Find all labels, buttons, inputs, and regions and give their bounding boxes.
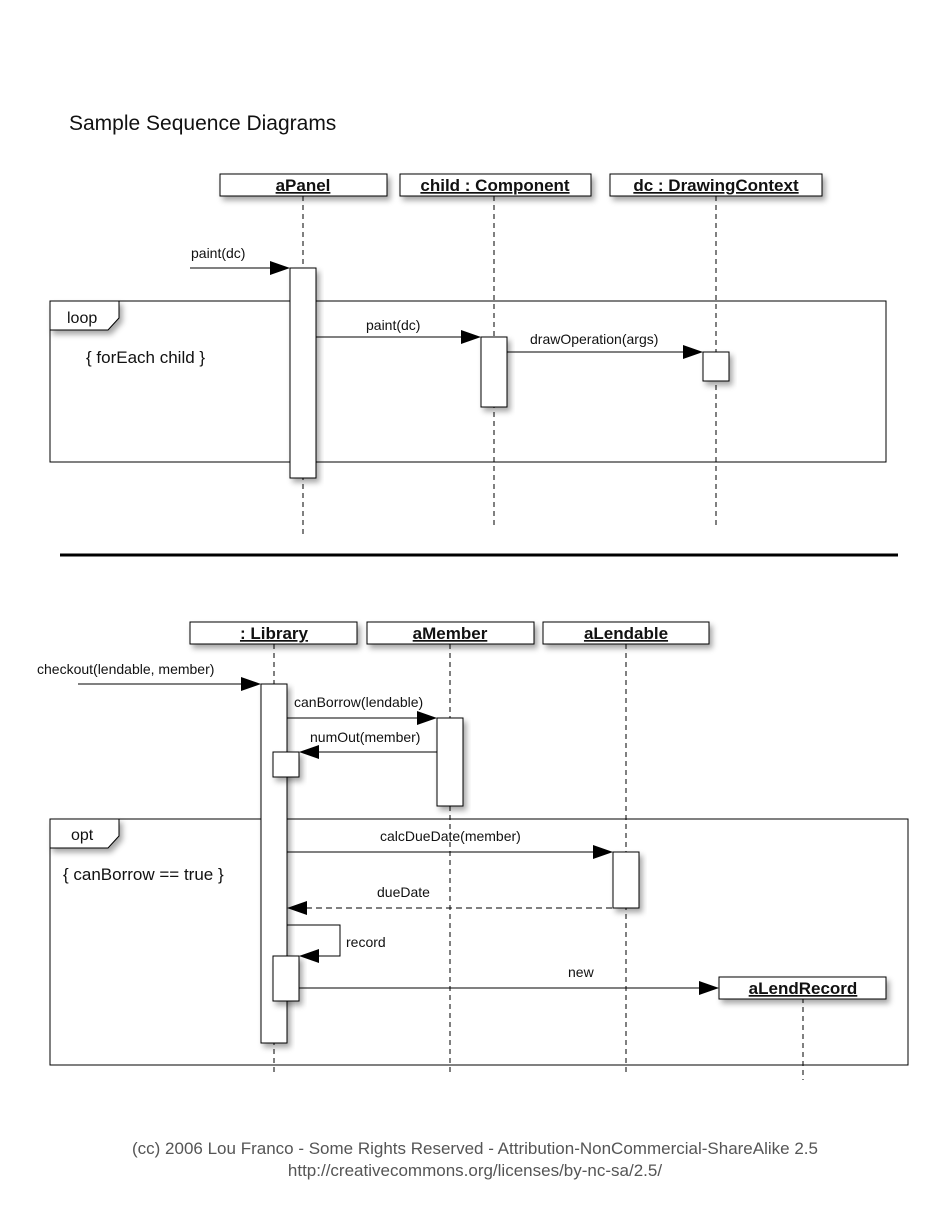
license-footer: (cc) 2006 Lou Franco - Some Rights Reser… [0,1138,950,1182]
activation-bar [480,336,508,408]
lifeline-dc-drawingcontext: dc : DrawingContext [609,173,823,197]
frame-label-box [49,818,120,849]
message-due-date-return: dueDate [287,884,612,915]
message-label: paint(dc) [191,245,245,261]
message-num-out: numOut(member) [299,729,437,759]
message-record-self: record [287,924,386,963]
frame-guard: { canBorrow == true } [63,865,224,884]
message-label: canBorrow(lendable) [294,694,423,710]
message-calc-due-date: calcDueDate(member) [287,828,613,859]
lifeline-alendable: aLendable [542,621,710,645]
lifeline-label: aPanel [276,176,331,195]
activation-bar [289,267,317,479]
message-new: new [299,964,719,995]
message-label: numOut(member) [310,729,420,745]
message-checkout: checkout(lendable, member) [37,661,261,691]
lifeline-amember: aMember [366,621,535,645]
activation-bar [612,851,640,909]
message-draw-operation: drawOperation(args) [507,331,703,359]
lifeline-label: aLendRecord [749,979,858,998]
lifeline-apanel: aPanel [219,173,388,197]
footer-license-text: (cc) 2006 Lou Franco - Some Rights Reser… [132,1139,818,1158]
activation-bar [272,955,300,1002]
lifeline-label: aLendable [584,624,668,643]
message-label: dueDate [377,884,430,900]
page-title: Sample Sequence Diagrams [69,112,337,135]
lifeline-child-component: child : Component [399,173,592,197]
diagram-1: loop { forEach child } aPanel child : Co… [49,173,887,535]
message-paint-entry: paint(dc) [190,245,290,275]
lifeline-label: child : Component [420,176,570,195]
message-label: record [346,934,386,950]
activation-bar [272,751,300,778]
message-label: checkout(lendable, member) [37,661,214,677]
footer-license-url: http://creativecommons.org/licenses/by-n… [287,1161,663,1180]
frame-label-box [49,300,120,331]
message-can-borrow: canBorrow(lendable) [287,694,437,725]
lifeline-label: aMember [413,624,488,643]
lifeline-label: : Library [240,624,309,643]
message-label: drawOperation(args) [530,331,658,347]
diagram-2: opt { canBorrow == true } : Library aMem… [37,621,909,1080]
loop-frame: loop { forEach child } [49,300,887,463]
frame-keyword: opt [71,827,94,844]
message-paint-child: paint(dc) [316,317,481,344]
lifeline-label: dc : DrawingContext [633,176,799,195]
lifeline-library: : Library [189,621,358,645]
opt-frame: opt { canBorrow == true } [49,818,909,1066]
message-label: new [568,964,595,980]
frame-keyword: loop [67,310,97,327]
activation-bar [702,351,730,382]
message-label: paint(dc) [366,317,420,333]
frame-guard: { forEach child } [86,348,205,367]
activation-bar [436,717,464,807]
message-label: calcDueDate(member) [380,828,521,844]
lifeline-alendrecord: aLendRecord [718,976,887,1000]
